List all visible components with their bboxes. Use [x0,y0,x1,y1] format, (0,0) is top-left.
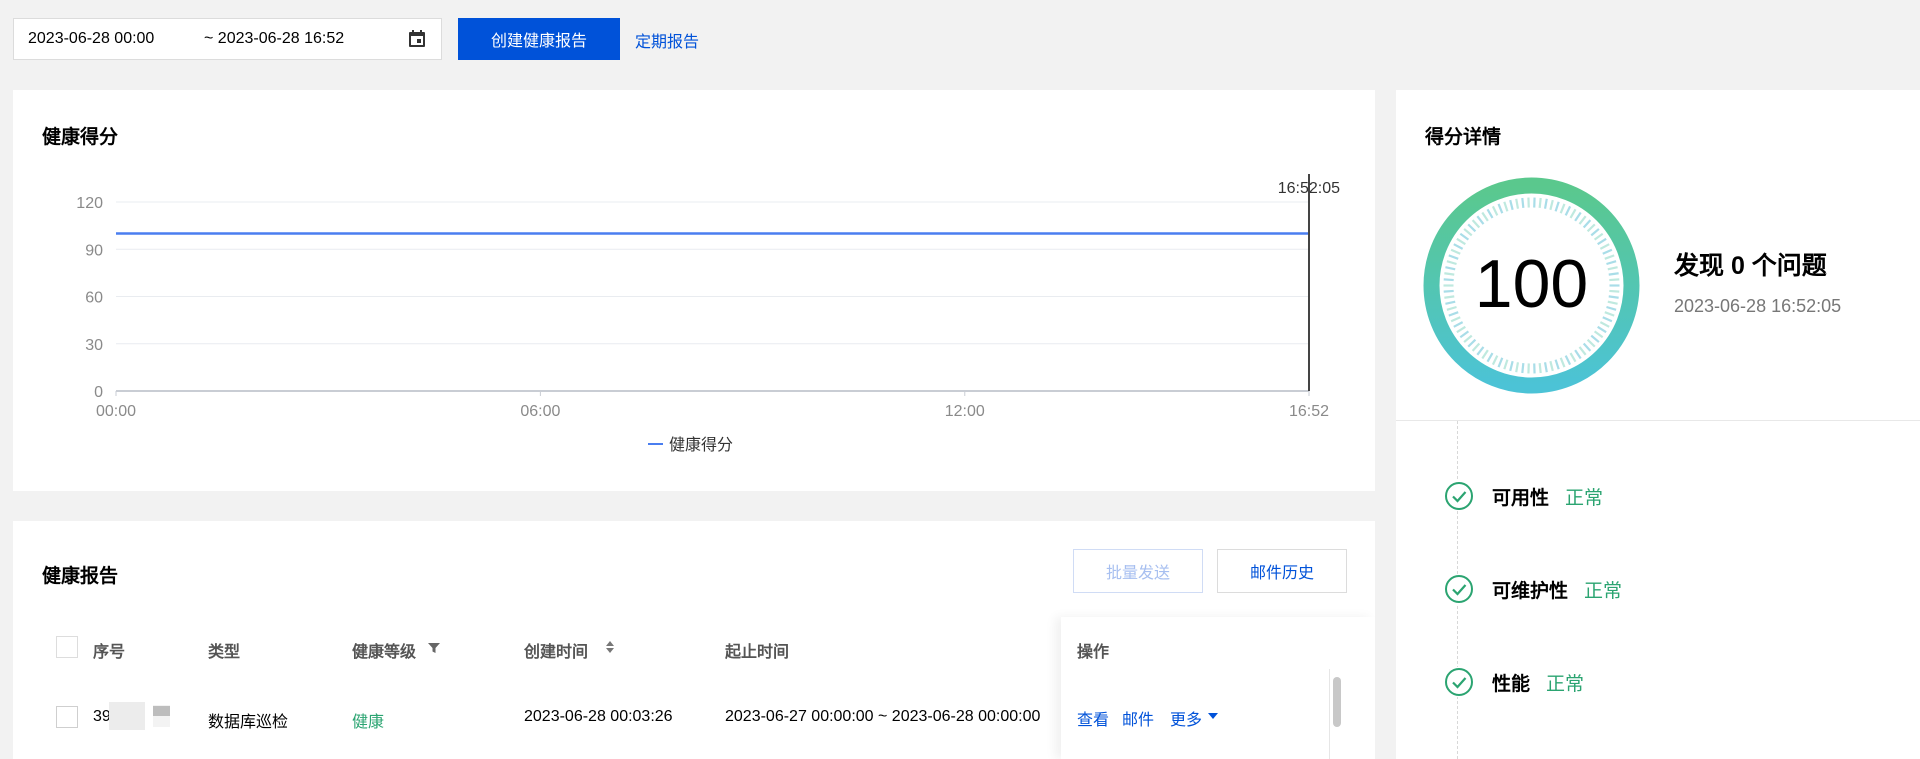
time-marker-label: 16:52:05 [1278,180,1340,197]
status-value: 正常 [1565,487,1604,509]
redacted-block [153,706,170,716]
y-tick-label: 90 [85,242,103,259]
mail-link[interactable]: 邮件 [1122,712,1155,729]
column-range: 起止时间 [725,644,790,661]
status-performance: 性能 正常 [1444,666,1584,698]
x-tick-label: 12:00 [945,403,985,420]
health-score-chart: 0 30 60 90 120 00:00 06:00 12:00 16:52 16:52:05 健康… [76,174,1340,454]
check-circle-icon [1444,574,1474,604]
date-end[interactable]: ~ 2023-06-28 16:52 [204,30,345,47]
row-created: 2023-06-28 00:03:26 [524,708,673,725]
score-detail-card: 得分详情 100 发现 0 个问题 2023-06-28 16:52:05 可用… [1396,90,1920,759]
batch-send-button[interactable]: 批量发送 [1073,549,1203,593]
column-level[interactable]: 健康等级 [352,644,417,661]
table-scrollbar[interactable] [1329,669,1343,759]
issue-count: 发现 0 个问题 [1674,252,1827,280]
row-level: 健康 [352,714,385,731]
check-time: 2023-06-28 16:52:05 [1674,296,1842,316]
y-tick-label: 30 [85,337,103,354]
score-ring [1423,177,1640,394]
status-label: 性能 [1492,673,1531,695]
x-tick-label: 16:52 [1289,403,1329,420]
check-circle-icon [1444,667,1474,697]
y-tick-label: 120 [76,195,103,212]
mail-history-button[interactable]: 邮件历史 [1217,549,1347,593]
column-created[interactable]: 创建时间 [524,644,589,661]
calendar-icon[interactable] [407,29,427,49]
date-range-picker[interactable]: 2023-06-28 00:00 ~ 2023-06-28 16:52 [13,18,442,60]
filter-icon[interactable] [427,641,441,655]
column-type: 类型 [208,644,241,661]
column-ops: 操作 [1077,644,1110,661]
health-report-title: 健康报告 [42,566,119,587]
status-availability: 可用性 正常 [1444,480,1603,512]
status-label: 可维护性 [1492,580,1569,602]
row-checkbox[interactable] [56,706,78,728]
legend-label: 健康得分 [669,436,733,454]
score-value: 100 [1474,246,1589,322]
create-report-button[interactable]: 创建健康报告 [458,18,620,60]
status-label: 可用性 [1492,487,1550,509]
periodic-report-link[interactable]: 定期报告 [635,34,700,51]
row-seq: 39 [93,708,111,725]
check-circle-icon [1444,481,1474,511]
y-tick-label: 0 [94,384,103,401]
ops-column: 操作 查看 邮件 更多 [1061,617,1375,759]
status-value: 正常 [1546,673,1585,695]
health-score-card: 健康得分 0 30 60 90 120 00:00 06:00 12:00 16:52 16:52… [13,90,1375,491]
divider [1396,420,1920,421]
scrollbar-thumb[interactable] [1333,677,1341,727]
more-link[interactable]: 更多 [1170,712,1203,729]
view-link[interactable]: 查看 [1077,712,1110,729]
health-report-card: 健康报告 批量发送 邮件历史 序号 类型 健康等级 创建时间 起止时间 39 数… [13,521,1375,759]
date-start[interactable]: 2023-06-28 00:00 [28,30,155,47]
column-seq: 序号 [93,644,126,661]
score-ring-arc [1423,177,1640,394]
sort-icon[interactable] [604,639,616,655]
x-tick-label: 00:00 [96,403,136,420]
row-type: 数据库巡检 [208,714,289,731]
row-range: 2023-06-27 00:00:00 ~ 2023-06-28 00:00:0… [725,708,1041,725]
redacted-block [109,702,145,730]
score-ring-ticks [1443,197,1620,374]
x-tick-label: 06:00 [520,403,560,420]
health-score-title: 健康得分 [42,127,119,148]
status-maintainability: 可维护性 正常 [1444,573,1622,605]
score-detail-title: 得分详情 [1425,127,1502,148]
status-value: 正常 [1584,580,1623,602]
select-all-checkbox[interactable] [56,636,78,658]
caret-down-icon[interactable] [1207,712,1219,720]
y-tick-label: 60 [85,290,103,307]
